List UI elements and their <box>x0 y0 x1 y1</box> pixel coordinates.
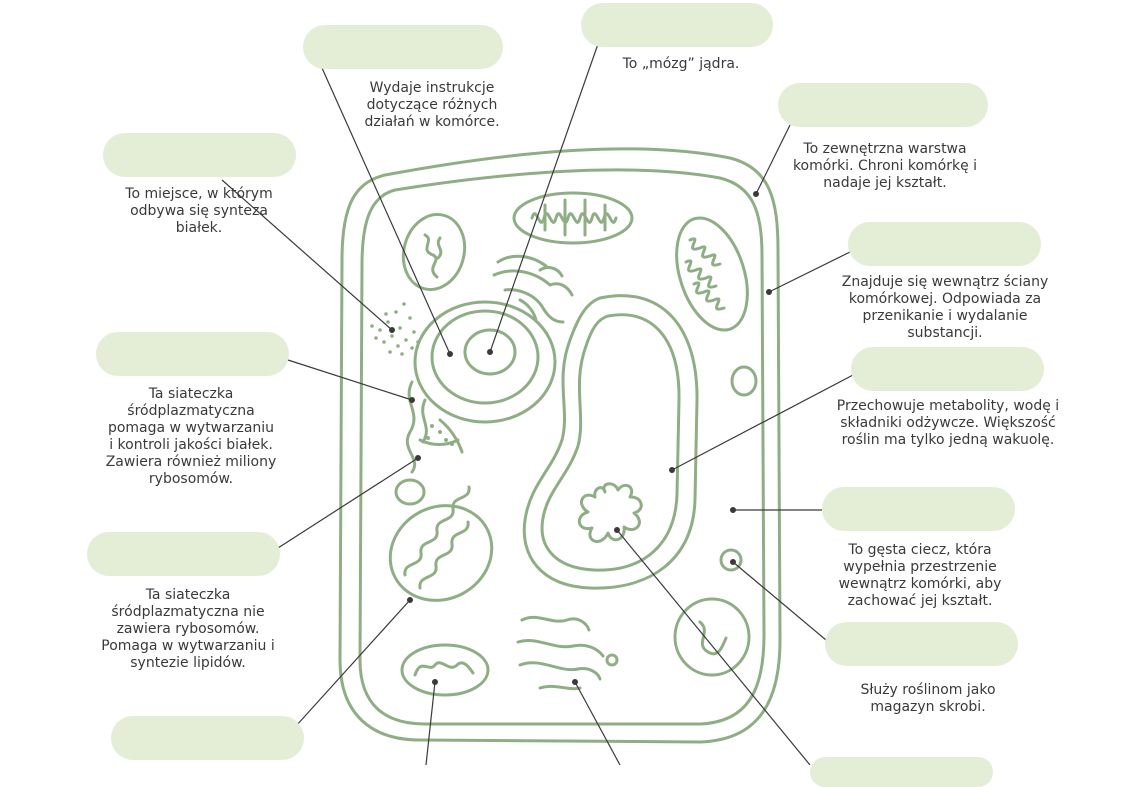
answer-box-cytoplasm[interactable] <box>822 487 1015 531</box>
answer-box-ribosomes[interactable] <box>103 133 296 177</box>
cell-membrane-outline <box>358 168 766 726</box>
description-amyloplast: Służy roślinom jako magazyn skrobi. <box>860 682 996 715</box>
vesicle <box>730 365 758 397</box>
answer-box-smooth-er[interactable] <box>87 532 280 576</box>
nucleus-inner <box>430 309 540 405</box>
description-vacuole: Przechowuje metabolity, wodę i składniki… <box>836 398 1060 448</box>
answer-box-bottom-right[interactable] <box>810 757 993 787</box>
description-cell-membrane: Znajduje się wewnątrz ściany komórkowej.… <box>841 274 1049 341</box>
description-ribosomes: To miejsce, w którym odbywa się synteza … <box>125 186 273 236</box>
chloroplast-top <box>512 191 634 245</box>
rough-er <box>406 380 464 474</box>
answer-box-cell-wall[interactable] <box>778 83 988 127</box>
cell-wall-outline <box>338 147 782 744</box>
nucleolus-outline <box>463 328 517 376</box>
answer-box-vacuole[interactable] <box>851 347 1044 391</box>
golgi-body <box>492 254 574 324</box>
vesicle <box>394 478 426 506</box>
description-cytoplasm: To gęsta ciecz, która wypełnia przestrze… <box>838 542 1002 609</box>
answer-box-nucleolus[interactable] <box>581 3 773 47</box>
description-rough-er: Ta siateczka śródplazmatyczna pomaga w w… <box>105 386 277 487</box>
plant-cell-worksheet: Wydaje instrukcje dotyczące różnych dzia… <box>87 3 1060 787</box>
description-cell-wall: To zewnętrzna warstwa komórki. Chroni ko… <box>792 141 978 191</box>
ribosome-dots <box>370 302 420 356</box>
vacuole-outer <box>522 294 699 590</box>
smooth-er <box>516 615 605 691</box>
vesicle <box>719 548 743 572</box>
answer-box-bottom-left[interactable] <box>111 716 304 760</box>
mitochondrion-bottom-right <box>673 597 751 677</box>
answer-box-amyloplast[interactable] <box>825 622 1018 666</box>
nucleus-outline <box>413 300 557 424</box>
leader-lines <box>221 43 854 765</box>
chloroplast-right <box>675 216 749 332</box>
description-smooth-er: Ta siateczka śródplazmatyczna nie zawier… <box>101 587 275 671</box>
description-nucleus: Wydaje instrukcje dotyczące różnych dzia… <box>364 80 500 130</box>
answer-box-nucleus[interactable] <box>303 25 503 69</box>
chloroplast-bottom-left <box>388 504 494 602</box>
vacuole-inner <box>540 313 681 572</box>
plant-cell-diagram <box>221 43 854 765</box>
amyloplast-star <box>577 482 643 543</box>
answer-box-rough-er[interactable] <box>96 332 289 376</box>
mitochondrion-top-left <box>401 212 467 292</box>
vesicle <box>605 653 619 667</box>
answer-box-cell-membrane[interactable] <box>848 222 1041 266</box>
description-nucleolus: To „mózg” jądra. <box>622 56 740 72</box>
mitochondrion-bottom <box>400 643 490 697</box>
